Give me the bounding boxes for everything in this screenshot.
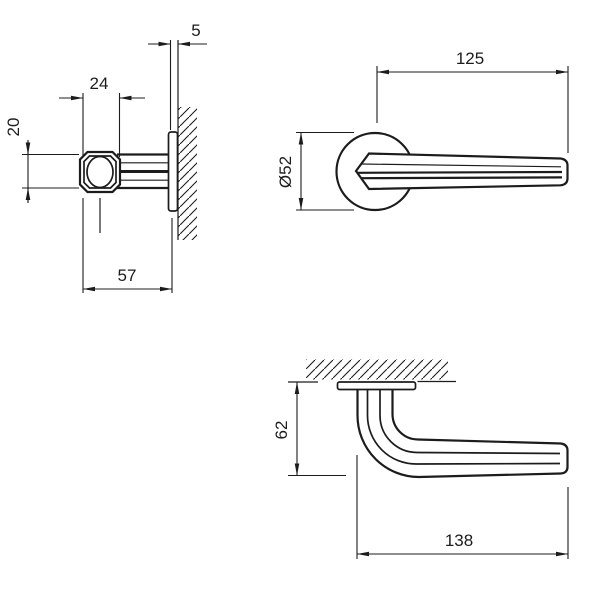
dim-neck-boss-width-label: 24	[90, 74, 109, 93]
dim-projection-label: 62	[272, 421, 291, 440]
dim-handle-depth-label: 57	[118, 266, 137, 285]
front-view	[335, 131, 569, 212]
spindle-boss	[78, 150, 122, 194]
spindle-hole	[86, 155, 114, 189]
boss-inner-octagon	[83, 155, 117, 189]
dim-plate-thickness: 5	[148, 21, 207, 47]
top-view	[288, 359, 569, 479]
dim-lever-length-top-label: 138	[445, 531, 473, 550]
lever-top-outline	[356, 389, 569, 479]
lever-outline	[354, 152, 569, 191]
rose-plate-top	[336, 381, 417, 391]
dim-lever-length-front-label: 125	[456, 49, 484, 68]
side-view	[78, 40, 197, 240]
dimensions: 5 24 20 57 125	[4, 21, 569, 559]
wall-hatch	[178, 107, 197, 240]
handle-neck-side	[117, 153, 169, 190]
lever-face-lines	[357, 163, 563, 180]
dim-lever-length-front: 125	[376, 49, 569, 153]
dim-neck-boss-width: 24	[59, 74, 145, 157]
dim-handle-depth: 57	[82, 198, 173, 293]
dim-rose-diameter-label: Ø52	[276, 156, 295, 188]
dim-neck-height-label: 20	[4, 118, 23, 137]
dim-plate-thickness-label: 5	[191, 21, 200, 40]
dim-neck-height: 20	[4, 118, 79, 203]
lever-end-cap	[560, 442, 569, 475]
rose-plate-edge	[167, 131, 179, 212]
boss-outer-octagon	[78, 150, 122, 194]
dim-lever-length-top: 138	[356, 455, 569, 559]
dim-rose-diameter: Ø52	[276, 131, 354, 211]
dim-projection: 62	[272, 381, 346, 477]
wall-hatch-top	[306, 359, 448, 380]
